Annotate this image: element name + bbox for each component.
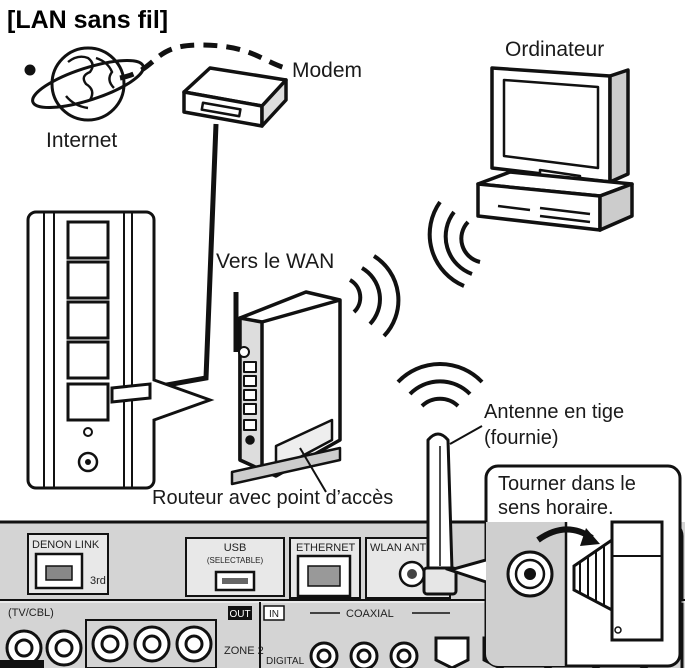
lan-port-3 xyxy=(66,300,110,340)
power-jack-icon xyxy=(77,451,99,473)
diagram-title: [LAN sans fil] xyxy=(7,6,168,34)
internet-label: Internet xyxy=(46,129,117,152)
wan-cable xyxy=(149,123,219,391)
antenna-label-line2: (fournie) xyxy=(484,427,558,449)
denon-link-label: DENON LINK xyxy=(32,539,100,551)
router-label: Routeur avec point d’accès xyxy=(152,487,393,509)
wan-label: Vers le WAN xyxy=(216,250,334,273)
computer-icon xyxy=(476,66,634,232)
router-wifi-waves-icon xyxy=(348,254,401,338)
globe-icon xyxy=(24,46,145,122)
rotation-callout: Tourner dans le sens horaire. xyxy=(444,464,682,668)
computer-wifi-waves-icon xyxy=(427,200,481,288)
coaxial-label: COAXIAL xyxy=(346,608,394,620)
lan-port-2 xyxy=(66,260,110,300)
modem-label: Modem xyxy=(292,59,362,82)
rotate-label-line2: sens horaire. xyxy=(498,497,614,519)
usb-port: USB (SELECTABLE) xyxy=(185,537,285,597)
usb-label: USB xyxy=(224,542,247,554)
rotate-label-line1: Tourner dans le xyxy=(498,473,636,495)
computer-label: Ordinateur xyxy=(505,38,604,61)
router-label-leader xyxy=(299,447,327,493)
antenna-wifi-waves-icon xyxy=(396,362,484,408)
tv-cbl-label: (TV/CBL) xyxy=(8,607,54,619)
ethernet-label: ETHERNET xyxy=(296,542,356,554)
ethernet-port: ETHERNET xyxy=(289,537,361,599)
rod-antenna-icon xyxy=(422,432,458,596)
rca-jacks xyxy=(5,625,419,668)
zone2-label: ZONE 2 xyxy=(224,645,264,657)
internet-dashed-link xyxy=(119,42,286,81)
antenna-label-line1: Antenne en tige xyxy=(484,401,624,423)
wan-port xyxy=(66,382,110,422)
indicator-led-icon xyxy=(83,427,93,437)
out-label: OUT xyxy=(229,609,250,620)
lan-port-4 xyxy=(66,340,110,380)
antenna-label-leader xyxy=(449,425,483,445)
denon-link-port: DENON LINK 3rd xyxy=(27,533,109,595)
third-label: 3rd xyxy=(90,575,106,587)
lan-port-1 xyxy=(66,220,110,260)
router-port-callout xyxy=(26,210,215,490)
wlan-label: WLAN ANTE xyxy=(370,542,434,554)
in-label: IN xyxy=(269,609,279,620)
router-icon xyxy=(230,290,342,486)
modem-icon xyxy=(182,66,288,128)
ethernet-plug-icon xyxy=(110,382,152,404)
digital-label: DIGITAL xyxy=(266,656,305,667)
usb-selectable-label: (SELECTABLE) xyxy=(207,556,264,565)
